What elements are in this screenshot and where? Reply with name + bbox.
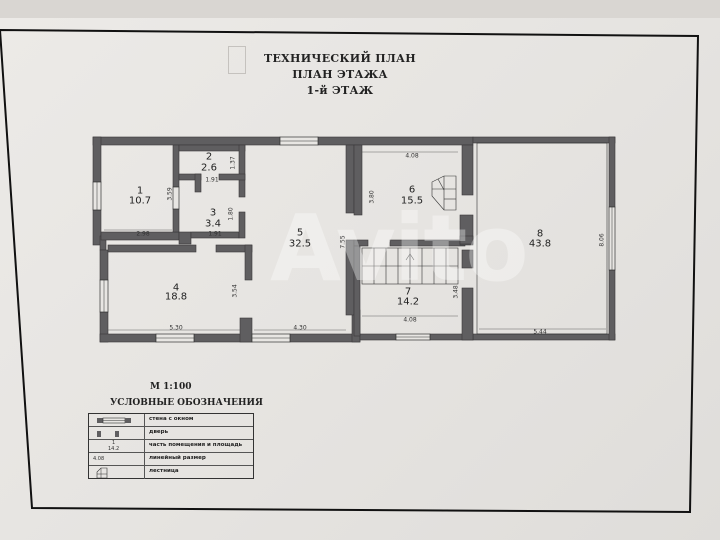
- legend-sample-area: 14.2: [108, 446, 120, 452]
- staircase-room6: [431, 175, 457, 211]
- room-8-number: 8: [536, 228, 544, 240]
- wall-top-left: [92, 136, 281, 146]
- wall-room1-right-2: [172, 208, 180, 233]
- wall-room1-right: [172, 144, 180, 188]
- scale-label: М 1:100: [150, 382, 192, 392]
- wall-top-right: [472, 136, 616, 144]
- wall-bottom-6: [359, 333, 397, 341]
- wall-room6-right: [461, 144, 474, 196]
- wall-room6-bottom: [459, 235, 474, 245]
- dim-1-91-bottom: 1.91: [208, 230, 222, 238]
- wall-room4-right: [244, 244, 253, 281]
- sheet-frame: [0, 28, 700, 514]
- room-7-number: 7: [404, 286, 412, 298]
- wall-room7-right: [461, 249, 474, 269]
- dim-3-59: 3.59: [166, 187, 174, 201]
- dim-3-80: 3.80: [368, 190, 376, 204]
- dim-5-44: 5.44: [533, 328, 547, 336]
- dim-1-37: 1.37: [229, 156, 237, 170]
- room-5-number: 5: [296, 227, 304, 239]
- legend-text-window: стена с окном: [149, 416, 194, 422]
- room-4-number: 4: [172, 282, 180, 294]
- window-room1-inner: [172, 186, 180, 210]
- room-4-area: 18.8: [164, 291, 188, 303]
- wall-room6-left: [353, 144, 363, 216]
- room-3-number: 3: [209, 207, 217, 219]
- wall-right-2: [608, 269, 616, 341]
- room-8-area: 43.8: [528, 238, 552, 250]
- wall-left-1: [92, 136, 102, 183]
- wall-right-1: [608, 136, 616, 208]
- legend-row-stairs: лестница: [89, 466, 253, 479]
- legend-sample-number: 1: [112, 440, 116, 446]
- room-6-area: 15.5: [400, 195, 424, 207]
- wall-room2-right: [238, 144, 246, 198]
- dim-7-55: 7.55: [339, 235, 347, 249]
- legend-row-door: дверь: [89, 427, 253, 440]
- room-2-number: 2: [205, 151, 213, 163]
- legend-title: УСЛОВНЫЕ ОБОЗНАЧЕНИЯ: [110, 398, 263, 408]
- room-2-area: 2.6: [201, 162, 217, 174]
- dim-3-48: 3.48: [452, 285, 460, 299]
- legend-symbol-window: [89, 414, 145, 426]
- plan-subtitle: ПЛАН ЭТАЖА: [292, 68, 388, 81]
- wall-room4-top: [107, 244, 197, 253]
- plan-title: ТЕХНИЧЕСКИЙ ПЛАН: [264, 52, 416, 65]
- room-1-area: 10.7: [128, 195, 152, 207]
- room-1-number: 1: [136, 185, 144, 197]
- stamp-box: [228, 46, 246, 74]
- wall-bottom-3: [239, 317, 253, 343]
- wall-room7-right-2: [461, 287, 474, 341]
- dim-5-30: 5.30: [169, 324, 183, 332]
- room8-outline: [476, 142, 608, 335]
- legend-symbol-door: [89, 427, 145, 439]
- legend-symbol-dimension: 4.08: [89, 453, 145, 465]
- dim-4-08-top: 4.08: [405, 152, 419, 160]
- wall-room2-top: [178, 144, 246, 152]
- dim-1-91-top: 1.91: [205, 176, 219, 184]
- legend-table: стена с окном дверь 1 14.2 часть помещен…: [88, 413, 254, 479]
- wall-left-4: [99, 249, 109, 281]
- wall-top-mid: [317, 136, 474, 146]
- dim-2-98: 2.98: [136, 230, 150, 238]
- dim-1-80: 1.80: [227, 207, 235, 221]
- floor-title: 1-й ЭТАЖ: [306, 84, 374, 97]
- watermark-logo: Avito: [270, 195, 529, 302]
- legend-text-stairs: лестница: [149, 468, 179, 474]
- dim-8-06: 8.06: [598, 233, 606, 247]
- legend-text-room: часть помещения и площадь: [149, 442, 243, 448]
- wall-room1-corner: [178, 231, 192, 245]
- legend-symbol-room: 1 14.2: [89, 440, 145, 452]
- window-lines: [96, 140, 613, 339]
- dim-4-08-bottom: 4.08: [403, 316, 417, 324]
- wall-room7-left: [353, 245, 361, 337]
- wall-room7-top-l: [353, 239, 369, 247]
- room-6-number: 6: [408, 184, 416, 196]
- staircase-room7: [361, 247, 459, 285]
- legend-sample-dimension: 4.08: [93, 456, 105, 462]
- wall-room2-stub: [194, 173, 202, 193]
- legend-row-room: 1 14.2 часть помещения и площадь: [89, 440, 253, 453]
- legend-text-dimension: линейный размер: [149, 455, 206, 461]
- legend-symbol-stairs: [89, 466, 145, 479]
- dimension-lines: [104, 151, 606, 331]
- room-5-area: 32.5: [288, 238, 312, 250]
- wall-room3-right: [238, 211, 246, 239]
- room-3-area: 3.4: [205, 218, 221, 230]
- dim-4-30: 4.30: [293, 324, 307, 332]
- legend-row-dimension: 4.08 линейный размер: [89, 453, 253, 466]
- dim-3-54: 3.54: [231, 284, 239, 298]
- legend-row-window: стена с окном: [89, 414, 253, 427]
- legend-text-door: дверь: [149, 429, 169, 435]
- wall-bottom-1: [99, 333, 157, 343]
- wall-room2-bottom-r: [218, 173, 246, 181]
- room-7-area: 14.2: [396, 296, 420, 308]
- wall-bottom-4: [289, 333, 361, 343]
